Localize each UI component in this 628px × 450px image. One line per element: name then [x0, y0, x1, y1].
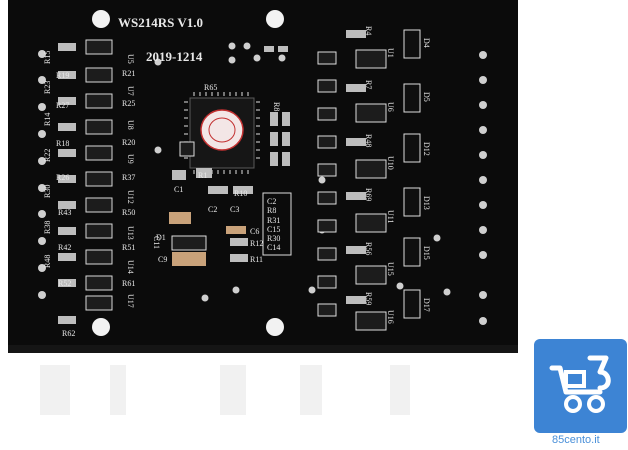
svg-text:D12: D12: [422, 142, 431, 156]
svg-text:U16: U16: [386, 310, 395, 324]
svg-text:R43: R43: [58, 208, 71, 217]
svg-text:R4: R4: [364, 26, 373, 35]
svg-text:C2: C2: [208, 205, 217, 214]
left-optocouplers: [58, 39, 113, 324]
svg-text:R65: R65: [204, 83, 217, 92]
svg-text:C6: C6: [250, 227, 259, 236]
svg-text:U1: U1: [386, 48, 395, 58]
svg-text:D17: D17: [422, 298, 431, 312]
svg-text:R48: R48: [43, 255, 52, 268]
svg-text:U17: U17: [126, 294, 135, 308]
svg-text:R48: R48: [364, 134, 373, 147]
svg-text:U5: U5: [126, 54, 135, 64]
svg-text:D15: D15: [422, 246, 431, 260]
svg-text:R26: R26: [56, 173, 69, 182]
svg-text:U9: U9: [126, 154, 135, 164]
right-pin-header: [479, 51, 487, 325]
board-reflection: [40, 365, 410, 415]
svg-text:R8: R8: [272, 102, 281, 111]
svg-text:R69: R69: [364, 188, 373, 201]
svg-text:U11: U11: [386, 210, 395, 223]
svg-text:D5: D5: [422, 92, 431, 102]
svg-text:R27: R27: [56, 101, 69, 110]
board-model-label: WS214RS V1.0: [118, 15, 203, 30]
left-silk-labels: R15 R19 R23 R27 R14 R18 R22 R26 R30 R43 …: [43, 51, 75, 338]
svg-text:C9: C9: [158, 255, 167, 264]
svg-text:U14: U14: [126, 260, 135, 274]
board-date-label: 2019-1214: [146, 49, 203, 64]
svg-text:C2: C2: [267, 197, 276, 206]
svg-text:R7: R7: [364, 80, 373, 89]
svg-text:U10: U10: [386, 156, 395, 170]
watermark-text: 85cento.it: [552, 434, 600, 446]
svg-text:R42: R42: [58, 243, 71, 252]
mount-hole: [92, 10, 110, 28]
svg-text:D1: D1: [156, 233, 166, 242]
svg-text:R37: R37: [122, 173, 135, 182]
svg-text:R19: R19: [56, 71, 69, 80]
pcb-board: [8, 0, 518, 353]
svg-text:R62: R62: [62, 329, 75, 338]
watermark-logo: [534, 339, 627, 433]
svg-text:R15: R15: [43, 51, 52, 64]
mid-silk-labels: U5 R21 U7 R25 U8 R20 U9 R37 U12 R50 U13 …: [122, 54, 135, 308]
svg-text:R10: R10: [234, 189, 247, 198]
svg-text:R22: R22: [43, 149, 52, 162]
svg-text:R23: R23: [43, 81, 52, 94]
svg-text:R56: R56: [364, 242, 373, 255]
left-pin-header: [38, 50, 46, 299]
resistor-column: [264, 46, 290, 166]
mcu-chip: [184, 92, 260, 174]
svg-text:R30: R30: [267, 234, 280, 243]
svg-text:R52: R52: [58, 279, 71, 288]
mount-hole: [266, 318, 284, 336]
svg-text:R11: R11: [250, 255, 263, 264]
qc-sticker: [200, 109, 244, 151]
svg-text:R8: R8: [267, 206, 276, 215]
svg-text:R25: R25: [122, 99, 135, 108]
svg-text:U13: U13: [126, 226, 135, 240]
svg-text:R18: R18: [56, 139, 69, 148]
svg-text:U6: U6: [386, 102, 395, 112]
svg-text:C11: C11: [152, 236, 161, 249]
mount-hole: [266, 10, 284, 28]
svg-text:R21: R21: [122, 69, 135, 78]
right-silk-labels: U1 U6 U10 U11 U15 U16 D4 D5 D12 D13 D15 …: [364, 26, 431, 324]
svg-text:U15: U15: [386, 262, 395, 276]
center-passives: [169, 141, 253, 266]
svg-text:R12: R12: [250, 239, 263, 248]
right-output-stages: [317, 29, 421, 331]
svg-text:D13: D13: [422, 196, 431, 210]
svg-text:R50: R50: [122, 208, 135, 217]
svg-text:U12: U12: [126, 190, 135, 204]
svg-text:C3: C3: [230, 205, 239, 214]
column-block-labels: C2 R8 R31 C15 R30 C14: [267, 197, 280, 252]
svg-text:R38: R38: [43, 221, 52, 234]
svg-text:C1: C1: [174, 185, 183, 194]
svg-text:C15: C15: [267, 225, 280, 234]
svg-text:R59: R59: [364, 292, 373, 305]
svg-text:R30: R30: [43, 185, 52, 198]
svg-text:R31: R31: [267, 216, 280, 225]
center-silk-labels: R65 C1 R1 C2 C3 C6 R12 R11 C11 D1 C9 R8 …: [152, 83, 281, 264]
svg-text:R1: R1: [198, 171, 207, 180]
svg-text:R14: R14: [43, 113, 52, 126]
svg-text:R61: R61: [122, 279, 135, 288]
svg-text:R20: R20: [122, 138, 135, 147]
svg-text:C14: C14: [267, 243, 280, 252]
svg-text:U8: U8: [126, 120, 135, 130]
svg-text:D4: D4: [422, 38, 431, 48]
svg-text:U7: U7: [126, 86, 135, 96]
svg-text:R51: R51: [122, 243, 135, 252]
mount-hole: [92, 318, 110, 336]
